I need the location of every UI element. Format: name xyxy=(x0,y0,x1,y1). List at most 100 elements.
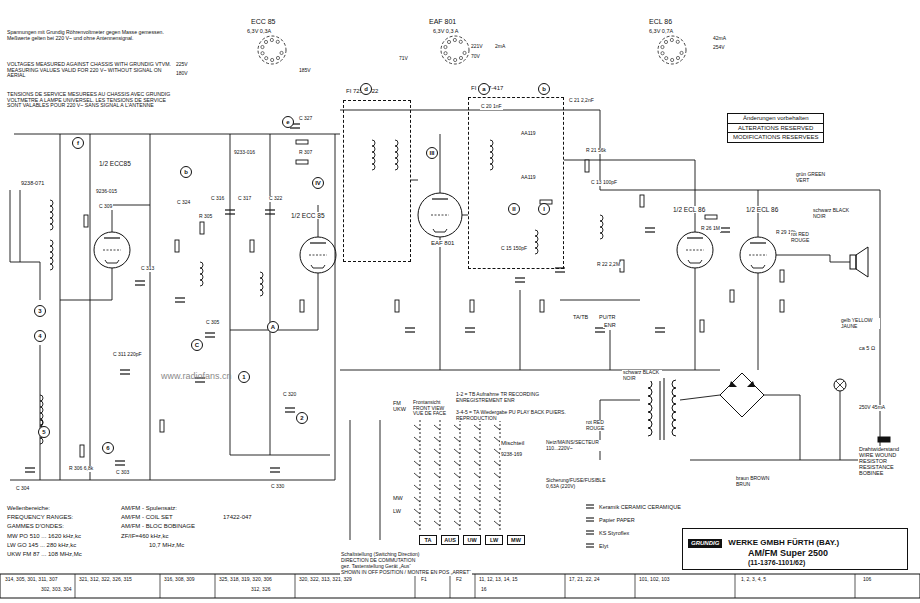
legend-sample xyxy=(878,437,890,442)
switch-contact xyxy=(474,449,480,454)
resistor-symbol xyxy=(296,160,308,164)
band-divider xyxy=(475,574,476,598)
legend-entry: Elyt xyxy=(598,543,609,549)
band-divider xyxy=(450,574,451,598)
callout-label: II xyxy=(512,206,515,213)
wire xyxy=(764,395,800,460)
schematic-label: AM/FM - COIL SET xyxy=(120,514,174,521)
switch-contact xyxy=(414,437,420,442)
capacitor-plate xyxy=(195,381,205,382)
schematic-label: F1 xyxy=(420,577,428,583)
schematic-label: 6,3V 0,7A xyxy=(648,28,674,34)
resistor-symbol xyxy=(780,300,784,312)
tube-anode xyxy=(687,237,703,238)
schematic-label: C 21 2,2nF xyxy=(568,98,595,104)
schematic-label: MW PO 510 ... 1620 kHz,kc xyxy=(6,533,82,540)
resistor-symbol xyxy=(84,215,88,227)
tube-pin xyxy=(454,58,457,61)
schematic-label: 254V xyxy=(712,45,726,51)
schematic-label: SHOWN IN OFF POSITION / MONTRE EN POS „A… xyxy=(340,570,472,576)
switch-contact xyxy=(474,497,480,502)
callout-label: 3 xyxy=(38,308,41,315)
schematic-label: 221V xyxy=(470,44,484,50)
capacitor-plate xyxy=(465,331,475,332)
key-button: UW xyxy=(463,535,481,545)
wire xyxy=(690,190,880,460)
wire xyxy=(610,330,611,370)
tube-pin xyxy=(448,57,451,60)
transformer-secondary xyxy=(672,380,676,436)
schematic-label: R 307 xyxy=(298,150,313,156)
wire xyxy=(600,110,880,190)
schematic-label: C 303 xyxy=(115,470,130,476)
tube-grid xyxy=(749,255,767,256)
capacitor-plate xyxy=(645,231,655,232)
callout-label: a xyxy=(482,86,485,93)
filter-module-box: FI 7257-422 xyxy=(343,100,411,262)
capacitor-plate xyxy=(270,471,280,472)
coil-symbol xyxy=(395,140,398,170)
switch-contact xyxy=(494,461,500,466)
schematic-label: C 311 220pF xyxy=(112,352,143,358)
switch-contact xyxy=(494,425,500,430)
resistor-symbol xyxy=(395,300,399,312)
key-button: MW xyxy=(507,535,525,545)
tube-pin xyxy=(444,45,447,48)
switch-contact xyxy=(434,521,440,526)
callout-label: 2 xyxy=(300,415,303,422)
wire xyxy=(10,480,335,481)
schematic-label: 16 xyxy=(480,587,488,593)
schematic-label: 3-4-5 = TA Wiedergabe PU PLAY BACK PU/ER… xyxy=(455,410,577,421)
switch-contact xyxy=(434,485,440,490)
tube-envelope xyxy=(677,232,713,268)
wire xyxy=(40,345,41,480)
tube-pin xyxy=(463,51,466,54)
callout-circle: III xyxy=(426,147,438,159)
callout-label: III xyxy=(429,150,434,157)
legend-sample xyxy=(586,520,594,521)
tube-cathode xyxy=(311,265,325,268)
callout-circle: b xyxy=(180,166,192,178)
schematic-label: AM/FM - BLOC BOBINAGE xyxy=(120,523,196,530)
coil-symbol xyxy=(200,262,203,286)
schematic-label: 185V xyxy=(298,68,312,74)
schematic-label: 321, 312, 322, 326, 315 xyxy=(78,577,133,583)
box-text: LW xyxy=(490,537,498,543)
coil-symbol xyxy=(490,140,493,170)
capacitor-plate xyxy=(225,213,235,214)
key-button: LW xyxy=(485,535,503,545)
switch-contact xyxy=(414,509,420,514)
callout-label: 6 xyxy=(106,445,109,452)
capacitor-plate xyxy=(405,327,415,328)
schematic-label: AM/FM - Spulensatz: xyxy=(120,505,178,512)
schematic-label: UKW FM 87 ... 108 MHz,Mc xyxy=(6,551,83,558)
resistor-symbol xyxy=(300,300,304,312)
callout-label: f xyxy=(77,140,79,147)
capacitor-plate xyxy=(515,277,525,278)
callout-label: e xyxy=(286,119,289,126)
schematic-label: C 327 xyxy=(298,116,313,122)
capacitor-plate xyxy=(465,327,475,328)
callout-circle: A xyxy=(267,321,279,333)
tube-envelope xyxy=(418,193,462,237)
box-text: AM/FM Super 2500 xyxy=(748,549,902,559)
tube-anode xyxy=(104,237,120,238)
wire xyxy=(520,290,521,370)
callout-label: 4 xyxy=(38,333,41,340)
schematic-label: rot RED ROUGE xyxy=(790,232,827,243)
schematic-label: 2mA xyxy=(494,44,506,50)
resistor-symbol xyxy=(780,270,784,282)
schematic-label: Sicherung/FUSE/FUSIBLE 0,63A (220V) xyxy=(545,478,607,489)
wire xyxy=(380,420,381,540)
band-divider xyxy=(635,574,636,598)
schematic-label: C 305 xyxy=(205,320,220,326)
capacitor-plate xyxy=(720,227,730,228)
callout-circle: d xyxy=(360,83,372,95)
resistor-symbol xyxy=(250,240,254,252)
schematic-label: C 322 xyxy=(268,196,283,202)
schematic-label: 9236-015 xyxy=(95,189,118,195)
tube-pin xyxy=(276,40,279,43)
schematic-label: 6,3V 0,3 A xyxy=(432,28,459,34)
wire xyxy=(758,273,759,370)
schematic-label: R 22 2,2M xyxy=(596,262,621,268)
